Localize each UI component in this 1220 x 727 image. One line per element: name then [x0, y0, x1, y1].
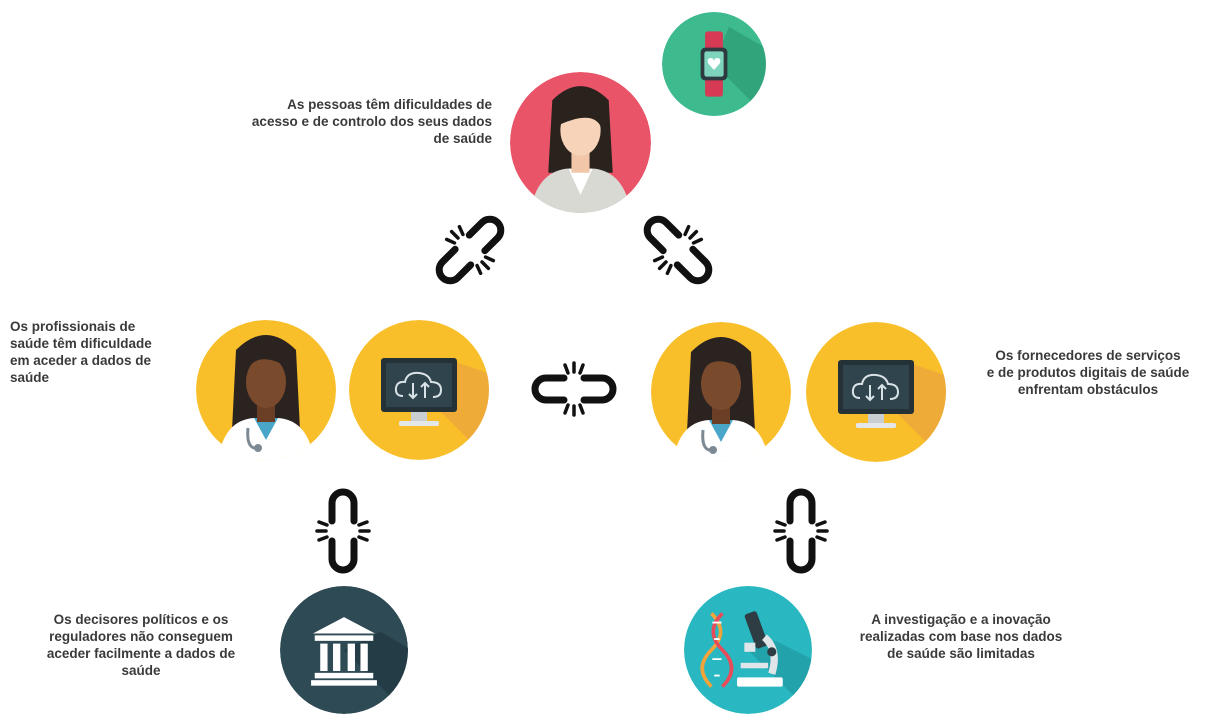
- doctor-woman-icon-left: [196, 320, 336, 460]
- broken-link-icon-lower-right: [762, 485, 840, 577]
- cloud-computer-icon-left: [349, 320, 489, 460]
- government-building-icon: [280, 586, 408, 714]
- providers-label: Os fornecedores de serviços e de produto…: [986, 348, 1190, 397]
- people-label: As pessoas têm dificuldades de acesso e …: [251, 97, 492, 146]
- research-label: A investigação e a inovação realizadas c…: [859, 612, 1063, 661]
- broken-link-icon-upper-right: [638, 215, 718, 285]
- microscope-dna-icon: [684, 586, 812, 714]
- smartwatch-icon: [662, 12, 766, 116]
- doctor-woman-icon-right: [651, 322, 791, 462]
- policy-label: Os decisores políticos e os reguladores …: [46, 612, 236, 678]
- patient-woman-icon: [510, 72, 651, 213]
- broken-link-icon-lower-left: [304, 485, 382, 577]
- professionals-label: Os profissionais de saúde têm dificuldad…: [10, 319, 152, 385]
- broken-link-icon-upper-left: [430, 215, 510, 285]
- broken-link-icon-center: [529, 352, 619, 426]
- cloud-computer-icon-right: [806, 322, 946, 462]
